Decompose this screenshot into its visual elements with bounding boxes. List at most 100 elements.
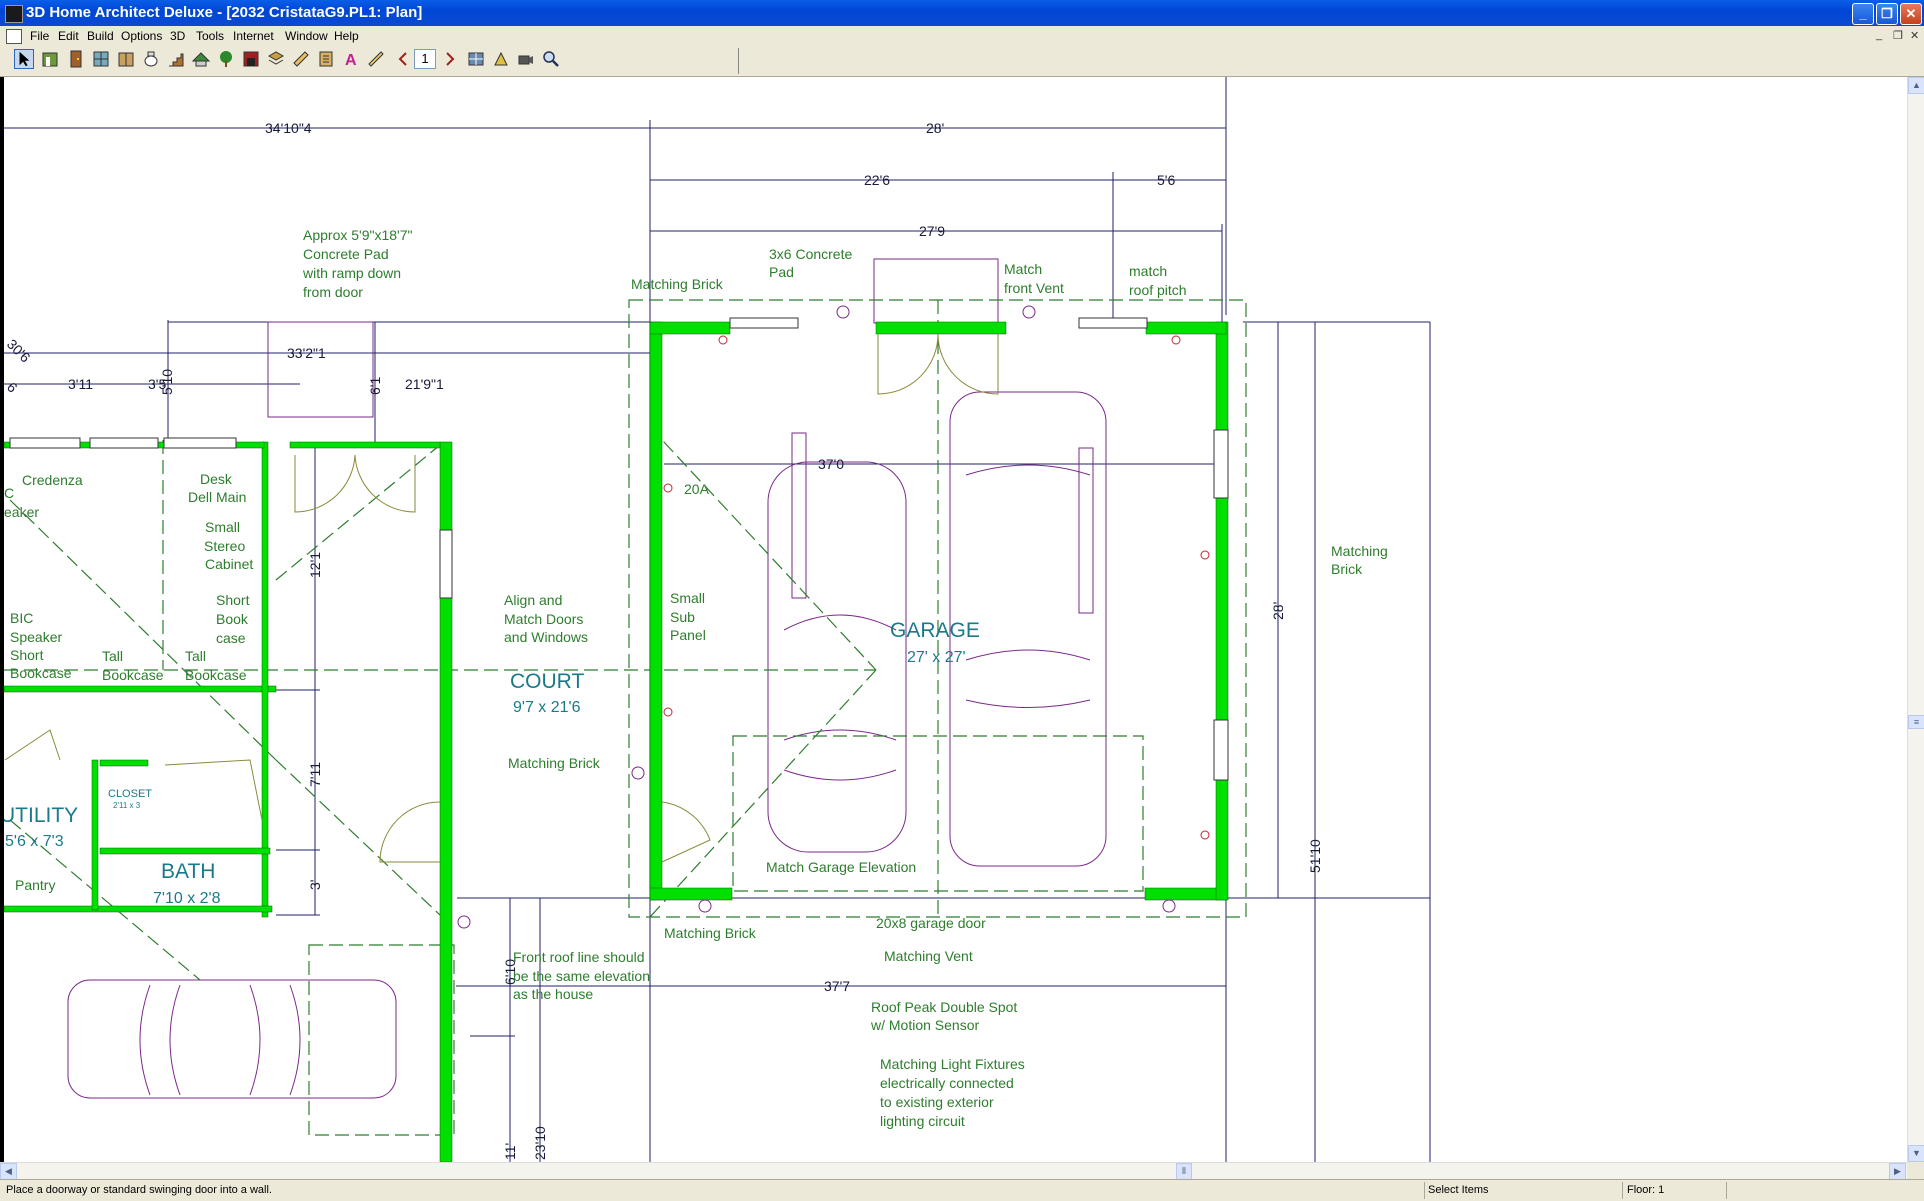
note-front-vent-1: Match xyxy=(1004,261,1042,277)
minimize-button[interactable]: _ xyxy=(1852,3,1874,25)
page-back-icon[interactable] xyxy=(393,49,413,69)
status-mode: Select Items xyxy=(1428,1184,1489,1196)
note-light-fixtures-2: electrically connected xyxy=(880,1075,1014,1091)
horizontal-scroll-thumb[interactable]: ⦀ xyxy=(1176,1163,1192,1180)
vertical-scrollbar[interactable]: ▲ ≡ ▼ xyxy=(1907,77,1924,1162)
court-size: 9'7 x 21'6 xyxy=(513,699,581,716)
fixture-icon[interactable] xyxy=(141,49,161,69)
note-tall-bookcase-2b: Bookcase xyxy=(185,667,247,683)
note-stereo-1: Small xyxy=(205,519,240,535)
dim-right-total: 51'10 xyxy=(1307,839,1323,873)
note-stereo-3: Cabinet xyxy=(205,556,253,572)
roof-lines xyxy=(4,299,1247,1136)
dimension-icon[interactable] xyxy=(291,49,311,69)
note-desk-1: Desk xyxy=(200,471,233,487)
garage-size: 27' x 27' xyxy=(907,649,966,666)
page-number[interactable]: 1 xyxy=(414,49,436,69)
doc-close-button[interactable]: ✕ xyxy=(1910,30,1920,42)
cabinet-icon[interactable] xyxy=(116,49,136,69)
dim-right-height: 28' xyxy=(1270,602,1286,620)
dimension-lines xyxy=(4,77,1431,1162)
stairs-icon[interactable] xyxy=(166,49,186,69)
title-bar: 3D Home Architect Deluxe - [2032 Cristat… xyxy=(0,0,1924,26)
fireplace-icon[interactable] xyxy=(241,49,261,69)
landscape-icon[interactable] xyxy=(216,49,236,69)
note-align-doors-3: and Windows xyxy=(504,629,588,645)
menu-build[interactable]: Build xyxy=(87,29,114,43)
erase-icon[interactable] xyxy=(316,49,336,69)
window-icon[interactable] xyxy=(91,49,111,69)
note-tall-bookcase-1a: Tall xyxy=(102,648,123,664)
maximize-button[interactable]: ❐ xyxy=(1876,3,1898,25)
menu-edit[interactable]: Edit xyxy=(58,29,79,43)
scroll-right-icon[interactable]: ▶ xyxy=(1889,1163,1906,1180)
menu-help[interactable]: Help xyxy=(334,29,359,43)
status-bar: Place a doorway or standard swinging doo… xyxy=(0,1179,1924,1201)
dim-overall-top: 28' xyxy=(926,120,944,136)
dim-diag-a: 30'6 xyxy=(4,336,34,366)
close-button[interactable]: ✕ xyxy=(1900,3,1922,25)
court-name: COURT xyxy=(510,670,584,693)
door-icon[interactable] xyxy=(66,49,86,69)
roof-icon[interactable] xyxy=(191,49,211,69)
dim-bottom-width: 37'7 xyxy=(824,978,850,994)
note-roof-pitch-1: match xyxy=(1129,263,1167,279)
dim-h1: 12'1 xyxy=(307,552,323,578)
menu-window[interactable]: Window xyxy=(285,29,328,43)
scroll-left-icon[interactable]: ◀ xyxy=(0,1163,17,1180)
scroll-up-icon[interactable]: ▲ xyxy=(1908,77,1924,94)
note-matching-brick-right-2: Brick xyxy=(1331,561,1363,577)
windows xyxy=(9,317,1229,781)
note-concrete-pad-4: from door xyxy=(303,284,363,300)
fixture-outlines xyxy=(67,258,1107,1099)
note-short-bookcase-2: Book xyxy=(216,611,249,627)
status-separator xyxy=(1726,1182,1727,1199)
document-icon[interactable] xyxy=(6,29,22,44)
plan-canvas[interactable]: 34'10"4 28' 22'6 5'6 27'9 33'2"1 3'11 3'… xyxy=(0,77,1907,1162)
utility-name: UTILITY xyxy=(4,804,78,827)
status-floor: Floor: 1 xyxy=(1627,1184,1665,1196)
note-matching-brick-right-1: Matching xyxy=(1331,543,1388,559)
menu-file[interactable]: File xyxy=(30,29,50,43)
note-matching-brick-top: Matching Brick xyxy=(631,276,724,292)
page-forward-icon[interactable] xyxy=(440,49,460,69)
note-concrete-pad-2: Concrete Pad xyxy=(303,246,389,262)
app-icon[interactable] xyxy=(5,5,23,23)
menu-tools[interactable]: Tools xyxy=(196,29,225,43)
bath-size: 7'10 x 2'8 xyxy=(153,890,221,907)
layer-icon[interactable] xyxy=(266,49,286,69)
note-desk-2: Dell Main xyxy=(188,489,246,505)
note-roof-spot-1: Roof Peak Double Spot xyxy=(871,999,1017,1015)
dim-w3: 5'10 xyxy=(159,369,175,395)
menu-internet[interactable]: Internet xyxy=(233,29,274,43)
walkthrough-icon[interactable] xyxy=(491,49,511,69)
vertical-scroll-thumb[interactable]: ≡ xyxy=(1908,715,1924,729)
note-bic-speaker-3: Short xyxy=(10,647,44,663)
dim-b1: 6'10 xyxy=(502,959,518,985)
closet-name: CLOSET xyxy=(108,788,152,800)
note-roof-line-2: be the same elevation xyxy=(513,968,650,984)
text-icon[interactable]: A xyxy=(341,49,361,69)
camera-icon[interactable] xyxy=(466,49,486,69)
dim-h2: 7'11 xyxy=(307,762,323,787)
scroll-down-icon[interactable]: ▼ xyxy=(1908,1145,1924,1162)
doc-restore-button[interactable]: ❐ xyxy=(1893,30,1903,42)
menu-3d[interactable]: 3D xyxy=(170,29,186,43)
overview-icon[interactable] xyxy=(516,49,536,69)
note-align-doors-1: Align and xyxy=(504,592,562,608)
plan-view-icon[interactable] xyxy=(40,49,60,69)
zoom-icon[interactable] xyxy=(541,49,561,69)
doc-minimize-button[interactable]: _ xyxy=(1876,29,1883,41)
note-concrete-pad-3: with ramp down xyxy=(302,265,401,281)
closet-size: 2'11 x 3 xyxy=(113,801,141,810)
select-icon[interactable] xyxy=(14,49,34,69)
note-sub-panel-2: Sub xyxy=(670,609,695,625)
note-front-vent-2: front Vent xyxy=(1004,280,1064,296)
menu-options[interactable]: Options xyxy=(121,29,163,43)
note-outlet-20a: 20A xyxy=(684,481,710,497)
ruler-icon[interactable] xyxy=(366,49,386,69)
horizontal-scrollbar[interactable]: ◀ ⦀ ▶ xyxy=(0,1162,1907,1180)
dim-top-a: 22'6 xyxy=(864,172,890,188)
note-concrete-pad-1: Approx 5'9"x18'7" xyxy=(303,227,412,243)
note-tall-bookcase-1b: Bookcase xyxy=(102,667,164,683)
